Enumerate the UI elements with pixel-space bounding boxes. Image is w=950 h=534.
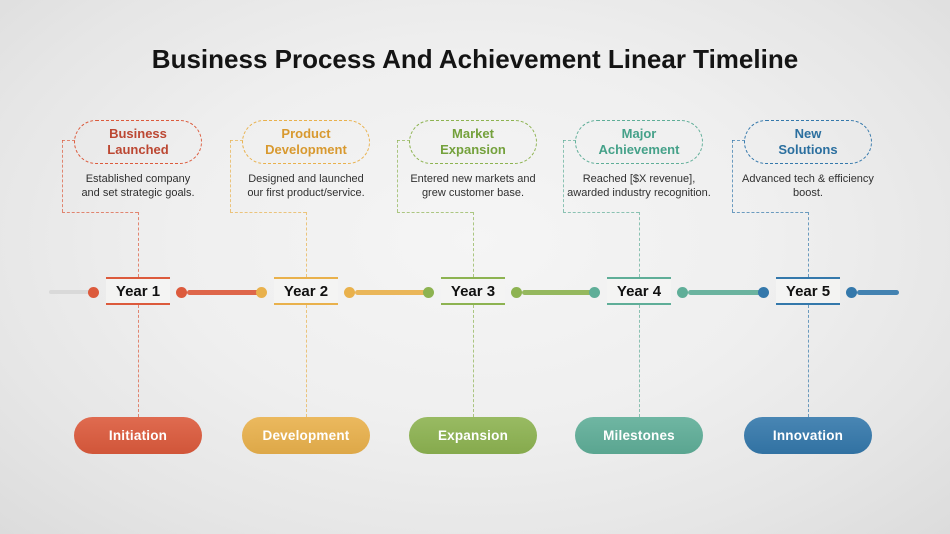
- connector-stub: [62, 140, 75, 141]
- connector-descender: [473, 305, 474, 417]
- connector-bracket-drop: [473, 212, 474, 277]
- connector-descender: [808, 305, 809, 417]
- timeline-node-dot: [344, 287, 355, 298]
- milestone-header-box: New Solutions: [744, 120, 872, 164]
- milestone-description: Advanced tech & efficiency boost.: [742, 173, 874, 200]
- connector-bracket-vertical: [563, 140, 564, 212]
- stage-pill: Innovation: [744, 417, 872, 454]
- timeline-segment: [355, 290, 429, 295]
- milestone-column: Major Achievement Reached [$X revenue], …: [555, 0, 762, 534]
- connector-bracket-drop: [138, 212, 139, 277]
- connector-bracket-drop: [306, 212, 307, 277]
- milestone-header-label: Business Launched: [107, 125, 169, 157]
- timeline-node-dot: [677, 287, 688, 298]
- connector-stub: [397, 140, 410, 141]
- timeline-node-dot: [88, 287, 99, 298]
- connector-descender: [138, 305, 139, 417]
- connector-bracket-vertical: [62, 140, 63, 212]
- connector-bracket-vertical: [397, 140, 398, 212]
- stage-pill-label: Initiation: [108, 428, 168, 443]
- connector-bracket-drop: [808, 212, 809, 277]
- connector-stub: [230, 140, 243, 141]
- stage-pill: Development: [242, 417, 370, 454]
- milestone-header-label: Market Expansion: [440, 125, 506, 157]
- connector-bracket-vertical: [230, 140, 231, 212]
- milestone-description: Reached [$X revenue], awarded industry r…: [567, 173, 711, 200]
- stage-pill-label: Development: [262, 428, 350, 443]
- stage-pill: Expansion: [409, 417, 537, 454]
- milestone-column: Market Expansion Entered new markets and…: [389, 0, 596, 534]
- connector-descender: [306, 305, 307, 417]
- stage-pill-label: Expansion: [437, 428, 509, 443]
- stage-pill: Initiation: [74, 417, 202, 454]
- timeline-lead-line: [49, 290, 94, 294]
- timeline-node-dot: [511, 287, 522, 298]
- year-label: Year 3: [441, 277, 505, 305]
- timeline-segment: [857, 290, 899, 295]
- connector-stub: [732, 140, 745, 141]
- milestone-column: New Solutions Advanced tech & efficiency…: [724, 0, 899, 534]
- connector-bracket-horizontal: [62, 212, 138, 213]
- connector-descender: [639, 305, 640, 417]
- connector-bracket-horizontal: [563, 212, 639, 213]
- year-label: Year 1: [106, 277, 170, 305]
- connector-bracket-horizontal: [230, 212, 306, 213]
- milestone-header-box: Product Development: [242, 120, 370, 164]
- milestone-header-label: New Solutions: [778, 125, 838, 157]
- milestone-description: Established company and set strategic go…: [81, 173, 195, 200]
- milestone-column: Business Launched Established company an…: [49, 0, 261, 534]
- timeline-node-dot: [423, 287, 434, 298]
- connector-stub: [563, 140, 576, 141]
- timeline-segment: [688, 290, 762, 295]
- connector-bracket-vertical: [732, 140, 733, 212]
- milestone-header-label: Product Development: [265, 125, 347, 157]
- slide-title: Business Process And Achievement Linear …: [151, 44, 799, 74]
- timeline-node-dot: [589, 287, 600, 298]
- connector-bracket-drop: [639, 212, 640, 277]
- timeline-segment: [187, 290, 261, 295]
- year-label: Year 4: [607, 277, 671, 305]
- timeline-segment: [522, 290, 596, 295]
- milestone-description: Entered new markets and grew customer ba…: [410, 173, 536, 200]
- milestone-description: Designed and launched our first product/…: [247, 173, 365, 200]
- year-label: Year 5: [776, 277, 840, 305]
- year-label: Year 2: [274, 277, 338, 305]
- connector-bracket-horizontal: [397, 212, 473, 213]
- stage-pill-label: Innovation: [772, 428, 844, 443]
- milestone-header-box: Market Expansion: [409, 120, 537, 164]
- timeline-node-dot: [176, 287, 187, 298]
- stage-pill: Milestones: [575, 417, 703, 454]
- timeline-node-dot: [256, 287, 267, 298]
- milestone-header-box: Business Launched: [74, 120, 202, 164]
- milestone-header-label: Major Achievement: [598, 125, 680, 157]
- timeline-node-dot: [758, 287, 769, 298]
- connector-bracket-horizontal: [732, 212, 808, 213]
- milestone-column: Product Development Designed and launche…: [222, 0, 429, 534]
- milestone-header-box: Major Achievement: [575, 120, 703, 164]
- timeline-node-dot: [846, 287, 857, 298]
- stage-pill-label: Milestones: [603, 428, 675, 443]
